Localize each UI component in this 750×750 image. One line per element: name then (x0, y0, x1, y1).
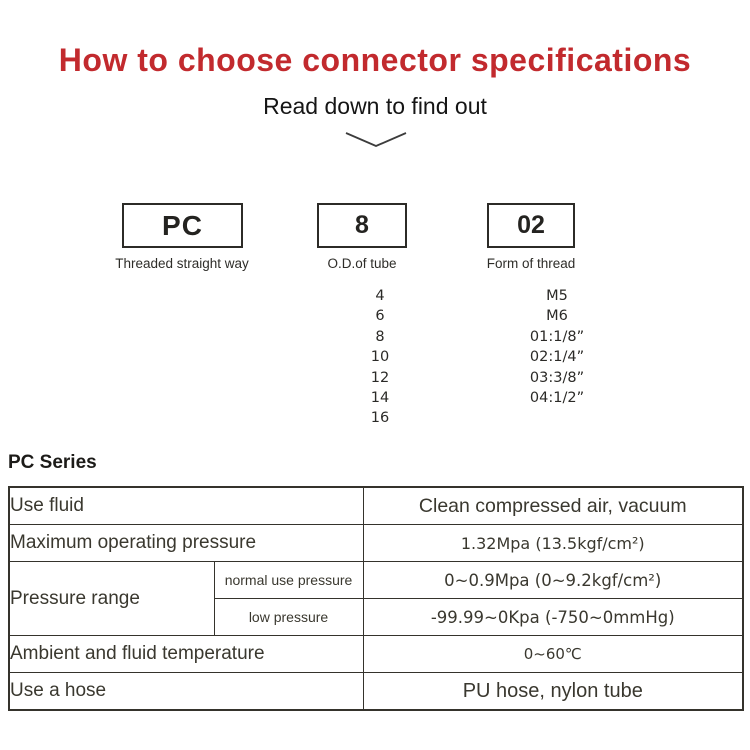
spec-sublabel-normal-pressure: normal use pressure (213, 561, 364, 599)
code-label-series: Threaded straight way (115, 256, 249, 271)
code-box-thread-text: 02 (517, 211, 545, 239)
tube-od-option: 12 (370, 369, 390, 386)
page-title: How to choose connector specifications (58, 42, 692, 78)
thread-form-option: 04:1/2” (529, 390, 585, 407)
thread-form-option: M6 (546, 308, 568, 325)
code-box-series-text: PC (162, 209, 203, 241)
spec-label-pressure-range: Pressure range (8, 561, 215, 636)
code-box-series: PC (122, 203, 243, 248)
table-row: Use fluid Clean compressed air, vacuum (8, 486, 744, 525)
spec-value-max-pressure: 1.32Mpa (13.5kgf/cm²) (362, 524, 744, 562)
code-label-tube-od: O.D.of tube (327, 256, 397, 271)
chevron-down-icon (345, 130, 407, 155)
tube-od-options-list: 4 6 8 10 12 14 16 (330, 286, 430, 429)
tube-od-option: 4 (375, 288, 385, 304)
tube-od-option: 8 (375, 328, 385, 345)
tube-od-option: 6 (375, 308, 385, 325)
tube-od-option: 14 (370, 390, 390, 407)
code-box-tube-od-text: 8 (355, 211, 369, 239)
series-heading: PC Series (8, 452, 97, 473)
tube-od-option: 16 (370, 410, 390, 427)
spec-label-hose: Use a hose (8, 672, 364, 711)
spec-value-use-fluid: Clean compressed air, vacuum (362, 486, 744, 525)
tube-od-option: 10 (370, 349, 390, 366)
table-row: low pressure -99.99~0Kpa (-750~0mmHg) (9, 598, 744, 636)
thread-form-option: M5 (546, 288, 568, 304)
thread-form-option: 02:1/4” (529, 349, 585, 366)
spec-label-max-pressure: Maximum operating pressure (8, 524, 364, 562)
thread-form-option: 01:1/8” (529, 328, 585, 345)
table-row: Ambient and fluid temperature 0~60℃ (8, 635, 744, 673)
spec-value-temperature: 0~60℃ (362, 635, 744, 673)
thread-form-options-list: M5 M6 01:1/8” 02:1/4” 03:3/8” 04:1/2” (487, 286, 627, 408)
code-box-tube-od: 8 (317, 203, 407, 248)
code-box-thread: 02 (487, 203, 575, 248)
spec-label-use-fluid: Use fluid (8, 486, 364, 525)
table-row: Use a hose PU hose, nylon tube (8, 672, 744, 711)
spec-value-normal-pressure: 0~0.9Mpa (0~9.2kgf/cm²) (362, 561, 744, 599)
spec-value-low-pressure: -99.99~0Kpa (-750~0mmHg) (362, 598, 744, 636)
thread-form-option: 03:3/8” (529, 369, 585, 386)
page-subtitle: Read down to find out (263, 93, 487, 119)
table-row: Maximum operating pressure 1.32Mpa (13.5… (8, 524, 744, 562)
code-label-thread: Form of thread (486, 256, 576, 271)
spec-value-hose: PU hose, nylon tube (362, 672, 744, 711)
spec-table: Use fluid Clean compressed air, vacuum M… (8, 486, 745, 711)
table-row: Pressure range normal use pressure 0~0.9… (8, 561, 744, 636)
spec-label-temperature: Ambient and fluid temperature (8, 635, 364, 673)
spec-sublabel-low-pressure: low pressure (213, 598, 364, 636)
